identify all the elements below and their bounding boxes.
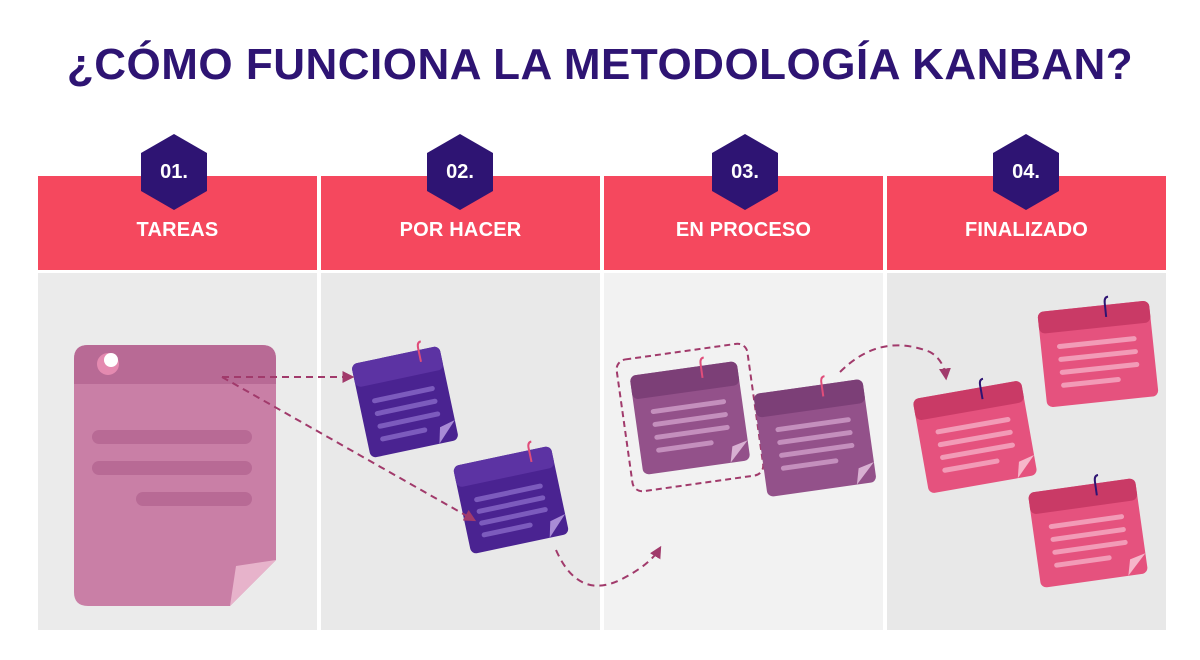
column-tareas: TAREAS 01. — [38, 134, 317, 630]
column-label: POR HACER — [399, 219, 522, 241]
step-number-badge: 03. — [712, 134, 778, 210]
column-en-proceso: EN PROCESO 03. — [604, 134, 883, 630]
column-body — [321, 273, 600, 630]
kanban-board: TAREAS 01. POR HACER 02. EN PROCESO 03. … — [38, 134, 1166, 630]
column-por-hacer: POR HACER 02. — [321, 134, 600, 630]
column-header: POR HACER — [321, 176, 600, 270]
step-number: 02. — [446, 160, 474, 183]
column-label: EN PROCESO — [675, 219, 812, 241]
step-number: 03. — [731, 160, 759, 183]
column-body — [38, 273, 317, 630]
column-label: TAREAS — [136, 219, 219, 241]
step-number-badge: 01. — [141, 134, 207, 210]
step-number: 01. — [160, 160, 188, 183]
column-label: FINALIZADO — [964, 219, 1089, 241]
page-title: ¿CÓMO FUNCIONA LA METODOLOGÍA KANBAN? — [66, 40, 1134, 89]
column-finalizado: FINALIZADO 04. — [887, 134, 1166, 630]
column-body — [604, 273, 883, 630]
step-number-badge: 02. — [427, 134, 493, 210]
step-number: 04. — [1012, 160, 1040, 183]
column-header: EN PROCESO — [604, 176, 883, 270]
step-number-badge: 04. — [993, 134, 1059, 210]
column-body — [887, 273, 1166, 630]
